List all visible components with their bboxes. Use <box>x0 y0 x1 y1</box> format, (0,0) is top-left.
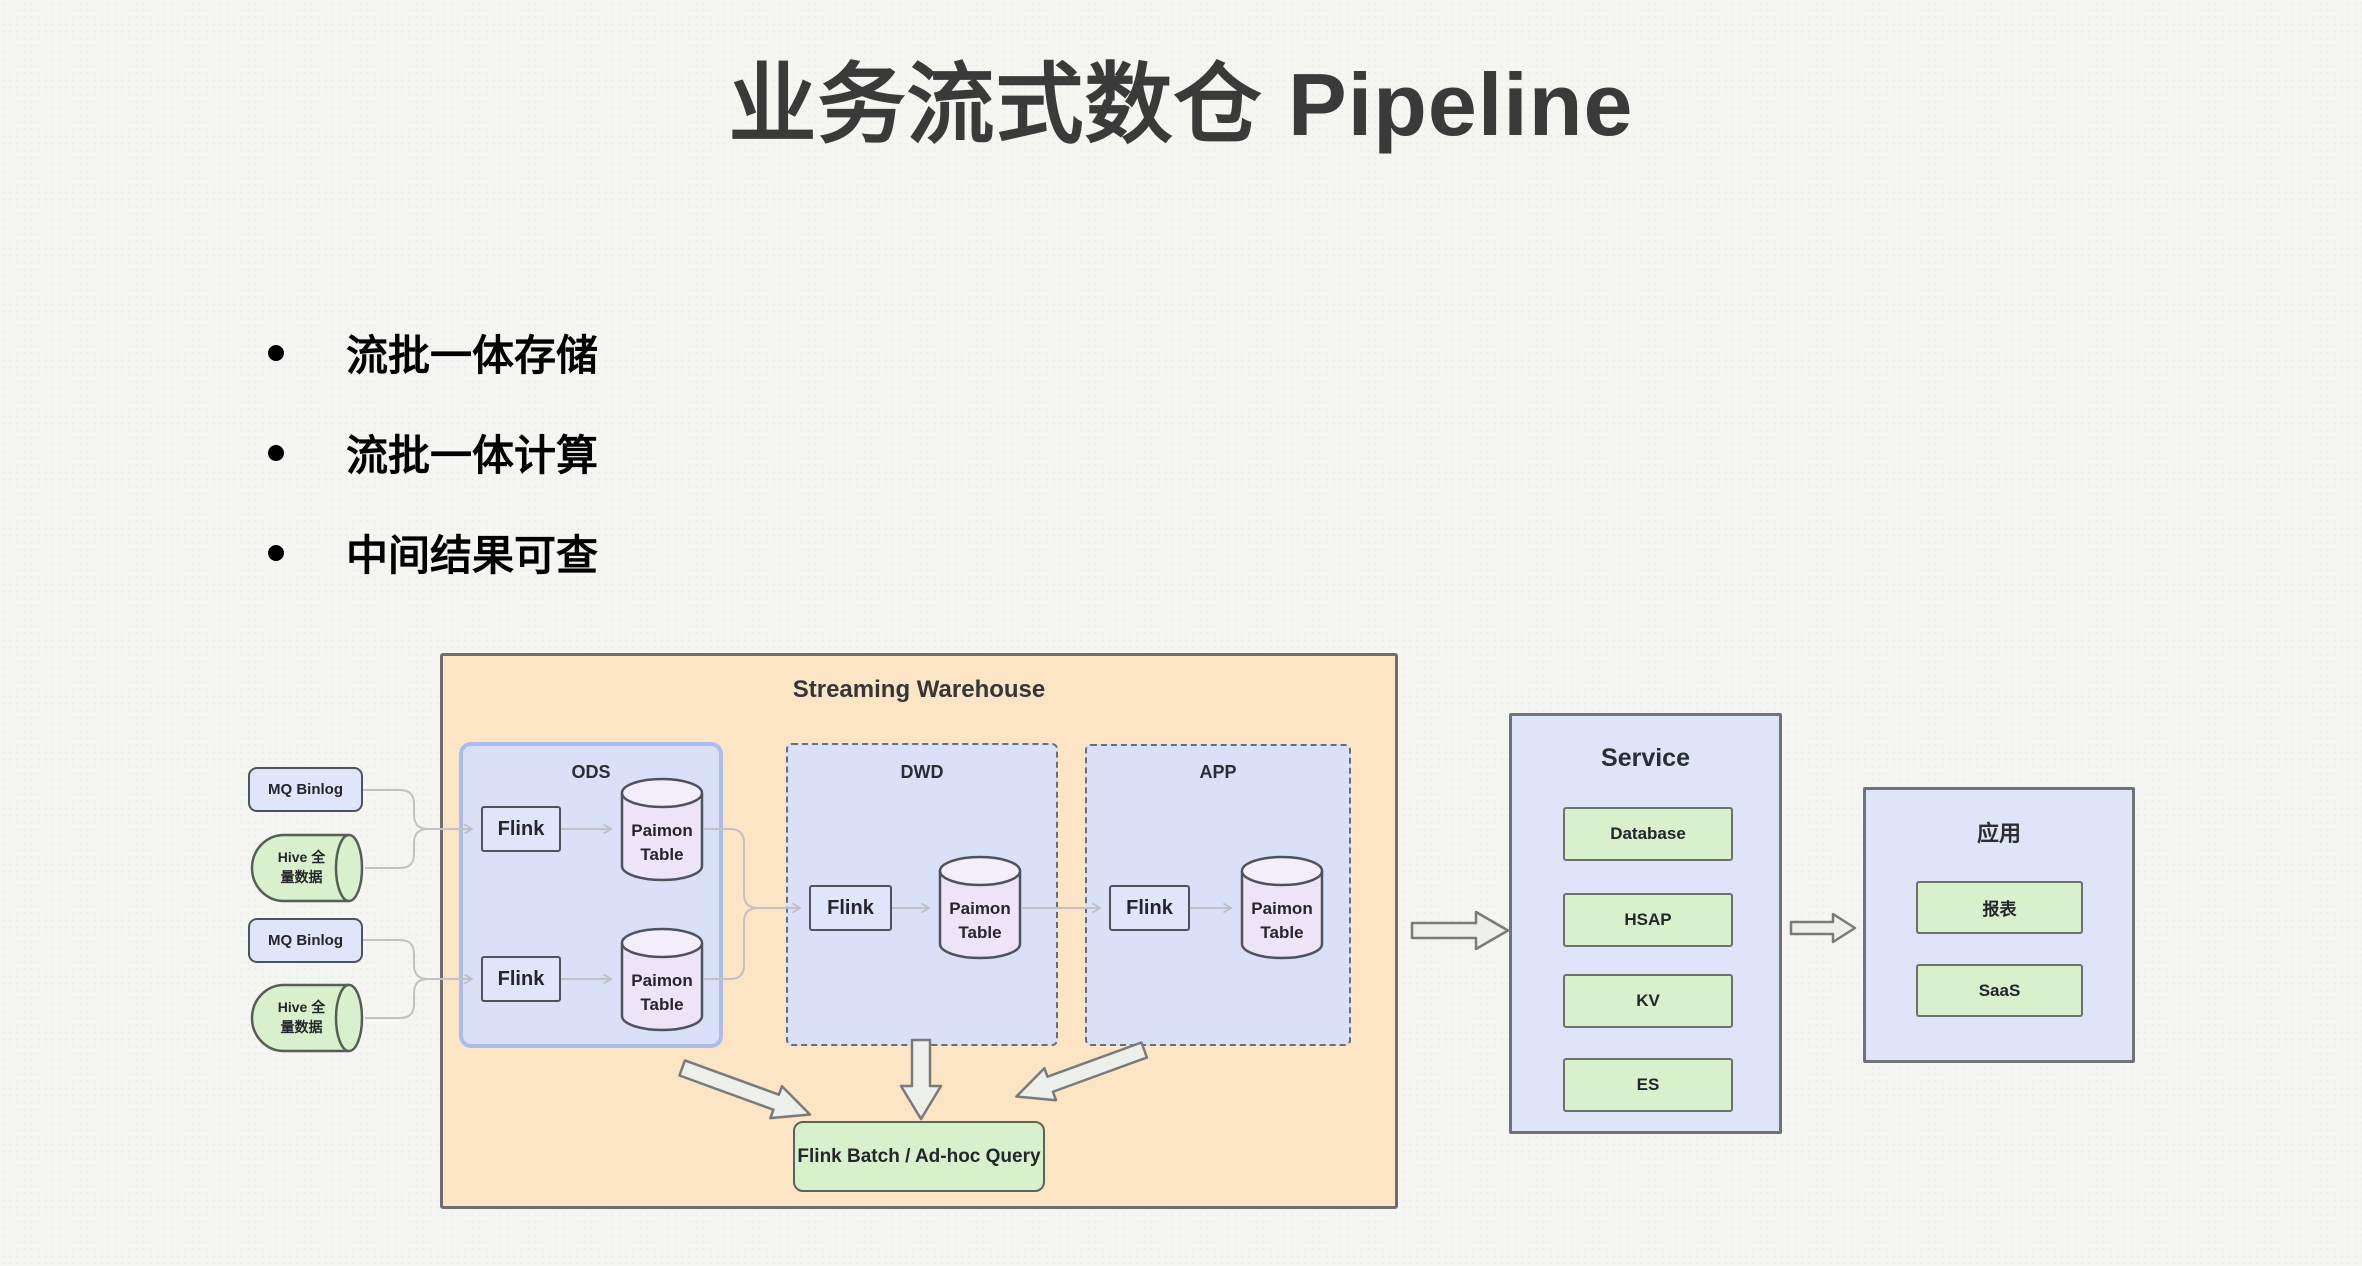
zone-dwd-label: DWD <box>900 762 944 782</box>
zone-ods-label: ODS <box>571 762 611 782</box>
cylinder-shape <box>1240 855 1324 960</box>
flink-box-ods-2: Flink <box>481 956 561 1002</box>
bullet-text: 流批一体存储 <box>346 332 599 379</box>
paimon-table-cylinder-ods-2: Paimon Table <box>620 927 704 1032</box>
paimon-table-label: Paimon Table <box>631 971 693 1014</box>
service-panel-title: Service <box>1601 744 1690 772</box>
bullet-text: 流批一体计算 <box>346 432 599 479</box>
streaming-warehouse-title: Streaming Warehouse <box>792 676 1046 703</box>
service-item-kv: KV <box>1563 974 1733 1028</box>
paimon-table-label: Paimon Table <box>949 899 1011 942</box>
mq-binlog-box-2: MQ Binlog <box>248 918 363 963</box>
service-panel: Service Database HSAP KV ES <box>1509 713 1782 1134</box>
mq-binlog-label: MQ Binlog <box>268 781 343 798</box>
hive-label: Hive 全 量数据 <box>277 849 326 885</box>
application-panel: 应用 报表 SaaS <box>1863 787 2135 1063</box>
horizontal-cylinder-shape <box>250 833 364 903</box>
service-item-hsap: HSAP <box>1563 893 1733 947</box>
hive-cylinder-2: Hive 全 量数据 <box>250 983 365 1053</box>
flink-box-app: Flink <box>1109 885 1190 931</box>
list-item: 流批一体存储 <box>268 322 598 383</box>
paimon-table-cylinder-ods-1: Paimon Table <box>620 777 704 882</box>
bullet-dot-icon <box>268 544 284 561</box>
paimon-table-label: Paimon Table <box>631 821 693 864</box>
flink-box-dwd: Flink <box>809 885 892 931</box>
application-panel-title: 应用 <box>1976 821 2021 846</box>
cylinder-shape <box>620 777 704 882</box>
flink-box-ods-1: Flink <box>481 806 561 852</box>
list-item: 中间结果可查 <box>268 522 598 583</box>
bullet-dot-icon <box>268 344 284 361</box>
arrow-service-to-application <box>1789 912 1857 944</box>
paimon-table-label: Paimon Table <box>1251 899 1313 942</box>
arrow-warehouse-to-service <box>1410 910 1510 951</box>
paimon-table-cylinder-dwd: Paimon Table <box>938 855 1022 960</box>
hive-label: Hive 全 量数据 <box>277 999 326 1035</box>
flink-batch-adhoc-query-box: Flink Batch / Ad-hoc Query <box>793 1121 1045 1192</box>
page-title: 业务流式数仓 Pipeline <box>728 55 1634 154</box>
zone-app-label: APP <box>1199 762 1237 782</box>
mq-binlog-box-1: MQ Binlog <box>248 767 363 812</box>
app-item-report: 报表 <box>1916 881 2083 934</box>
connector-hive2-to-junction <box>365 978 429 1019</box>
bullet-dot-icon <box>268 444 284 461</box>
bullet-list: 流批一体存储 流批一体计算 中间结果可查 <box>268 322 598 622</box>
service-item-es: ES <box>1563 1058 1733 1112</box>
mq-binlog-label: MQ Binlog <box>268 932 343 949</box>
service-item-database: Database <box>1563 807 1733 861</box>
cylinder-shape <box>938 855 1022 960</box>
cylinder-shape <box>620 927 704 1032</box>
app-item-saas: SaaS <box>1916 964 2083 1017</box>
connector-hive1-to-junction <box>365 828 429 869</box>
list-item: 流批一体计算 <box>268 422 598 483</box>
bullet-text: 中间结果可查 <box>346 532 599 579</box>
horizontal-cylinder-shape <box>250 983 364 1053</box>
hive-cylinder-1: Hive 全 量数据 <box>250 833 365 903</box>
paimon-table-cylinder-app: Paimon Table <box>1240 855 1324 960</box>
